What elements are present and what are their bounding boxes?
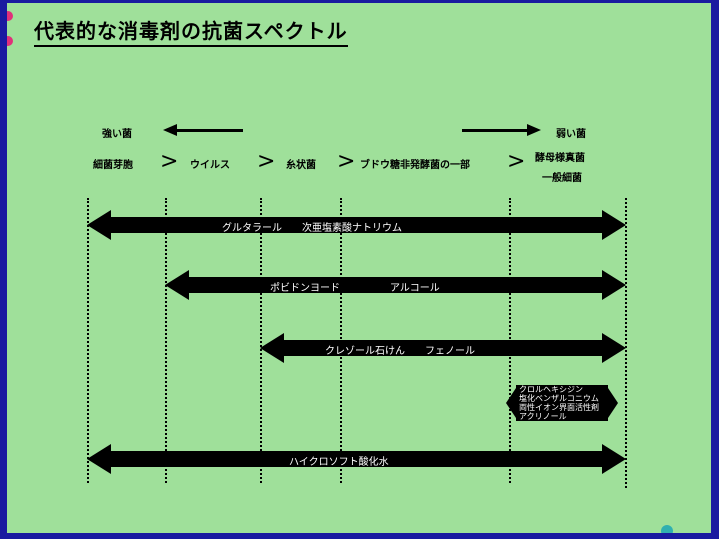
decoration-dot	[661, 525, 673, 533]
greater-than-sign: >	[507, 149, 526, 174]
greater-than-sign: >	[160, 149, 179, 174]
organism-spores: 細菌芽胞	[93, 160, 133, 171]
greater-than-sign: >	[257, 149, 276, 174]
decoration-dot	[7, 11, 13, 21]
bar-label-line: アクリノール	[519, 412, 567, 421]
organism-nonfermenters: ブドウ糖非発酵菌の一部	[360, 160, 470, 171]
greater-than-sign: >	[337, 149, 356, 174]
right-arrow-head	[527, 124, 541, 136]
dotted-guide-line	[87, 198, 89, 483]
page-title: 代表的な消毒剤の抗菌スペクトル	[34, 15, 348, 47]
organism-bacteria: 一般細菌	[542, 173, 582, 184]
organism-virus: ウイルス	[190, 160, 230, 171]
weak-label: 弱い菌	[556, 129, 586, 140]
left-arrow-head	[163, 124, 177, 136]
bar-label-line: 両性イオン界面活性剤	[519, 403, 599, 412]
slide: 代表的な消毒剤の抗菌スペクトル 強い菌 弱い菌 細菌芽胞 > ウイルス > 糸状…	[7, 3, 711, 533]
dotted-guide-line	[165, 198, 167, 483]
bar-label: ハイクロソフト酸化水	[289, 457, 389, 468]
dotted-guide-line	[625, 198, 627, 488]
right-arrow-line	[462, 129, 532, 132]
bar-label-line: 塩化ベンザルコニウム	[519, 394, 599, 403]
strong-label: 強い菌	[102, 129, 132, 140]
organism-yeast: 酵母様真菌	[535, 153, 585, 164]
bar-label: グルタラール 次亜塩素酸ナトリウム	[222, 223, 402, 234]
bar-label: クレゾール石けん フェノール	[325, 346, 475, 357]
left-arrow-line	[175, 129, 243, 132]
bar-label: ポビドンヨード アルコール	[270, 283, 440, 294]
organism-fungi: 糸状菌	[286, 160, 316, 171]
decoration-dot	[7, 36, 13, 46]
bar-label-line: クロルヘキシジン	[519, 385, 583, 394]
